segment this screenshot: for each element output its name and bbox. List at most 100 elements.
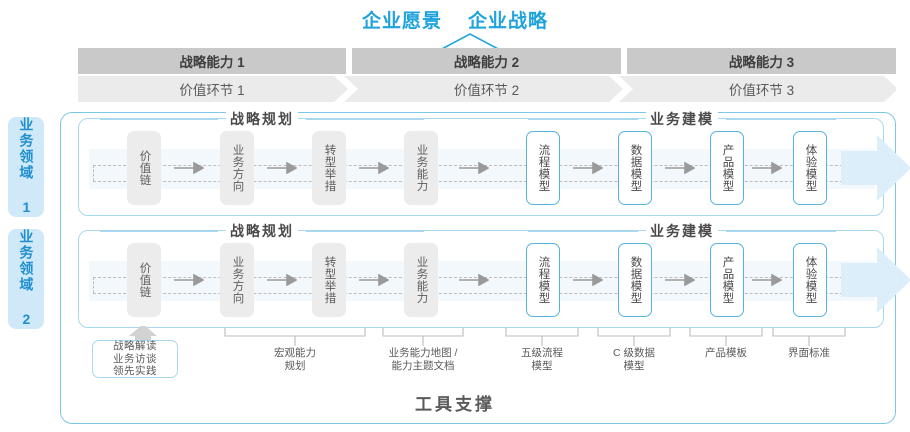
capability-cell-2[interactable]: 战略能力 2 bbox=[352, 48, 621, 74]
sidebar-item-domain-2[interactable]: 业务领域 2 bbox=[8, 229, 44, 329]
value-chain-chevron-2 bbox=[609, 76, 633, 102]
node-value-chain-1[interactable]: 价值链 bbox=[127, 131, 161, 205]
section-header-business-modeling-1: 业务建模 bbox=[528, 109, 836, 129]
sidebar-item-domain-1[interactable]: 业务领域 1 bbox=[8, 117, 44, 217]
node-business-direction-2[interactable]: 业务方向 bbox=[220, 243, 254, 317]
section-title: 战略规划 bbox=[226, 109, 298, 129]
value-chain-cell-1[interactable]: 价值环节 1 bbox=[78, 76, 346, 102]
node-data-model-1[interactable]: 数据模型 bbox=[618, 131, 652, 205]
connector-arrow bbox=[573, 274, 603, 286]
section-header-strategic-planning-2: 战略规划 bbox=[100, 221, 424, 241]
node-label: 转型举措 bbox=[323, 256, 336, 304]
node-business-capability-2[interactable]: 业务能力 bbox=[404, 243, 438, 317]
capability-label-1: 战略能力 1 bbox=[179, 55, 245, 70]
node-label: 产品模型 bbox=[721, 256, 734, 304]
capability-label-3: 战略能力 3 bbox=[728, 55, 795, 70]
tool-support-label-capability-map: 业务能力地图 / 能力主题文档 bbox=[358, 347, 488, 373]
node-label: 体验模型 bbox=[804, 144, 817, 192]
tool-label-line-2: 模型 bbox=[531, 360, 553, 373]
node-label: 业务方向 bbox=[231, 144, 244, 192]
connector-arrow bbox=[359, 274, 389, 286]
node-experience-model-1[interactable]: 体验模型 bbox=[793, 131, 827, 205]
section-title: 业务建模 bbox=[646, 221, 718, 241]
tool-support-label-product-template: 产品模板 bbox=[676, 347, 776, 360]
connector-arrow bbox=[752, 274, 782, 286]
capability-bars: 战略能力 1 战略能力 2 战略能力 3 价值环节 1 价值环节 2 价值环节 … bbox=[78, 48, 900, 102]
header-titles: 企业愿景 企业战略 bbox=[0, 5, 910, 33]
node-business-capability-1[interactable]: 业务能力 bbox=[404, 131, 438, 205]
connector-arrow bbox=[459, 162, 489, 174]
node-label: 数据模型 bbox=[629, 256, 642, 304]
node-label: 业务方向 bbox=[231, 256, 244, 304]
node-label: 体验模型 bbox=[804, 256, 817, 304]
node-business-direction-1[interactable]: 业务方向 bbox=[220, 131, 254, 205]
flow-arrow-right-2 bbox=[841, 247, 910, 313]
node-label: 数据模型 bbox=[629, 144, 642, 192]
pipeline-rail-bottom-2 bbox=[93, 293, 863, 294]
tool-support-label-c-level-data: C 级数据 模型 bbox=[584, 347, 684, 373]
tool-support-title: 工具支撑 bbox=[415, 395, 495, 414]
domain-row-1: 价值链 业务方向 转型举措 业务能力 流程模型 数据模型 产品模型 体验模型 bbox=[78, 118, 910, 216]
connector-arrow bbox=[174, 274, 204, 286]
header-title-vision: 企业愿景 bbox=[361, 10, 442, 32]
header-title-strategy: 企业战略 bbox=[468, 10, 549, 32]
value-chain-cell-2[interactable]: 价值环节 2 bbox=[352, 76, 621, 102]
connector-arrow bbox=[267, 274, 297, 286]
node-transformation-measures-1[interactable]: 转型举措 bbox=[312, 131, 346, 205]
connector-arrow bbox=[665, 274, 695, 286]
connector-arrow bbox=[665, 162, 695, 174]
capability-bar-row: 战略能力 1 战略能力 2 战略能力 3 bbox=[78, 48, 896, 74]
tool-label-line-2: 能力主题文档 bbox=[391, 360, 455, 373]
tool-label-line-1: 界面标准 bbox=[788, 347, 830, 359]
value-chain-cell-3[interactable]: 价值环节 3 bbox=[627, 76, 896, 102]
tool-label-line-1: 业务能力地图 / bbox=[388, 347, 458, 359]
tool-label-line-1: 宏观能力 bbox=[274, 347, 316, 359]
node-label: 产品模型 bbox=[721, 144, 734, 192]
node-value-chain-2[interactable]: 价值链 bbox=[127, 243, 161, 317]
value-chain-label-1: 价值环节 1 bbox=[179, 83, 245, 98]
pipeline-rail-bottom-1 bbox=[93, 181, 863, 182]
flow-arrow-right-1 bbox=[841, 135, 910, 201]
tool-support-label-macro-capability: 宏观能力 规划 bbox=[235, 347, 355, 373]
tool-support-label-ui-standard: 界面标准 bbox=[759, 347, 859, 360]
connector-arrow bbox=[267, 162, 297, 174]
connector-arrow bbox=[174, 162, 204, 174]
tool-label-line-1: 产品模板 bbox=[705, 347, 747, 359]
value-chain-chevron-1 bbox=[334, 76, 358, 102]
node-label: 业务能力 bbox=[415, 256, 428, 304]
node-transformation-measures-2[interactable]: 转型举措 bbox=[312, 243, 346, 317]
tool-support-boxed-line-1: 战略解读 bbox=[113, 340, 157, 353]
tool-label-line-1: 五级流程 bbox=[521, 347, 563, 359]
capability-cell-1[interactable]: 战略能力 1 bbox=[78, 48, 346, 74]
node-data-model-2[interactable]: 数据模型 bbox=[618, 243, 652, 317]
connector-arrow bbox=[752, 162, 782, 174]
tool-support-label-five-level-process: 五级流程 模型 bbox=[492, 347, 592, 373]
node-product-model-2[interactable]: 产品模型 bbox=[710, 243, 744, 317]
capability-label-2: 战略能力 2 bbox=[453, 55, 520, 70]
section-header-business-modeling-2: 业务建模 bbox=[528, 221, 836, 241]
node-process-model-2[interactable]: 流程模型 bbox=[526, 243, 560, 317]
pipeline-rail-top-1 bbox=[93, 165, 863, 166]
connector-arrow bbox=[359, 162, 389, 174]
tool-support-boxed-line-2: 业务访谈 bbox=[113, 352, 157, 365]
tool-support-boxed-item[interactable]: 战略解读 业务访谈 领先实践 bbox=[92, 340, 178, 378]
capability-gap-1 bbox=[346, 48, 352, 74]
node-label: 转型举措 bbox=[323, 144, 336, 192]
value-chain-bar-row: 价值环节 1 价值环节 2 价值环节 3 bbox=[78, 76, 900, 102]
node-product-model-1[interactable]: 产品模型 bbox=[710, 131, 744, 205]
tool-label-line-2: 模型 bbox=[623, 360, 645, 373]
connector-arrow bbox=[573, 162, 603, 174]
tool-support-boxed-line-3: 领先实践 bbox=[113, 365, 157, 378]
node-label: 业务能力 bbox=[415, 144, 428, 192]
node-experience-model-2[interactable]: 体验模型 bbox=[793, 243, 827, 317]
section-title: 战略规划 bbox=[226, 221, 298, 241]
value-chain-label-3: 价值环节 3 bbox=[728, 83, 795, 98]
node-process-model-1[interactable]: 流程模型 bbox=[526, 131, 560, 205]
node-label: 价值链 bbox=[138, 262, 151, 298]
section-header-strategic-planning-1: 战略规划 bbox=[100, 109, 424, 129]
sidebar-label-domain-1: 业务领域 1 bbox=[18, 117, 35, 217]
connector-arrow bbox=[459, 274, 489, 286]
capability-cell-3[interactable]: 战略能力 3 bbox=[627, 48, 896, 74]
node-label: 流程模型 bbox=[537, 144, 550, 192]
